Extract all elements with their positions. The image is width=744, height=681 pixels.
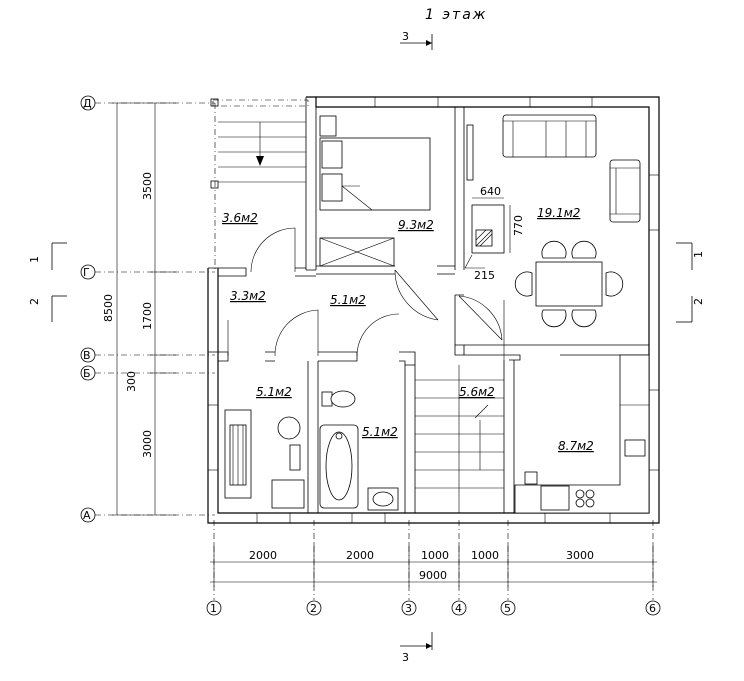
bottom-dim-1: 2000: [249, 549, 277, 562]
row-axis-a: А: [83, 509, 91, 522]
room-area-living: 19.1м2: [537, 206, 580, 220]
col-axis-1: 1: [210, 602, 217, 615]
fireplace: [464, 197, 511, 269]
room-area-stair-hall: 5.6м2: [459, 385, 495, 399]
bottom-dimensions: 2000 2000 1000 1000 3000 9000: [210, 543, 657, 587]
wardrobe: [319, 237, 395, 267]
bottom-dim-4: 1000: [471, 549, 499, 562]
col-axis-4: 4: [455, 602, 462, 615]
nightstand: [319, 115, 337, 137]
shower-drain: [277, 416, 301, 440]
kitchen-counter: [514, 354, 650, 514]
section-label-1-left: 1: [28, 256, 41, 263]
room-area-kitchen: 8.7м2: [558, 439, 594, 453]
row-axes: Д Г В Б А: [80, 95, 215, 523]
left-dim-4: 3000: [141, 430, 154, 458]
floor-title: 1 этаж: [425, 7, 487, 23]
section-label-1-right: 1: [692, 251, 705, 258]
row-axis-b: Б: [83, 367, 91, 380]
section-label-2-left: 2: [28, 298, 41, 305]
room-area-bedroom: 9.3м2: [398, 218, 434, 232]
bottom-dim-3: 1000: [421, 549, 449, 562]
section-mark-2-right: 2: [676, 296, 705, 323]
shower-tray: [271, 479, 305, 509]
fireplace-depth-dim: 770: [512, 215, 525, 236]
armchair: [609, 159, 641, 223]
sofa: [502, 114, 597, 158]
room-area-bathroom: 5.1м2: [362, 425, 398, 439]
bottom-dim-5: 3000: [566, 549, 594, 562]
room-areas: 3.6м2 9.3м2 19.1м2 3.3м2 5.1м2 5.1м2 5.1…: [222, 206, 594, 453]
interior-stairs: [415, 365, 504, 513]
section-label-top: 3: [402, 30, 409, 43]
bottom-dim-2: 2000: [346, 549, 374, 562]
doors: [227, 227, 505, 360]
col-axis-6: 6: [649, 602, 656, 615]
room-area-hall: 5.1м2: [330, 293, 366, 307]
porch-stairs: [218, 121, 306, 183]
fireplace-offset-dim: 215: [474, 269, 495, 282]
walls: [207, 96, 660, 524]
room-area-porch: 3.6м2: [222, 211, 258, 225]
section-mark-2-left: 2: [28, 295, 67, 322]
heater: [289, 444, 301, 471]
left-dim-3: 300: [125, 371, 138, 392]
room-area-sauna: 5.1м2: [256, 385, 292, 399]
section-mark-1-left: 1: [28, 242, 67, 270]
bottom-total-dim: 9000: [419, 569, 447, 582]
col-axis-2: 2: [310, 602, 317, 615]
toilet: [321, 390, 356, 408]
bed: [319, 137, 431, 211]
room-area-vestibule: 3.3м2: [230, 289, 266, 303]
section-label-bottom: 3: [402, 651, 409, 664]
section-label-2-right: 2: [692, 298, 705, 305]
section-mark-bottom: 3: [400, 632, 433, 664]
tv-stand: [466, 124, 474, 181]
dining-set: [514, 240, 624, 328]
row-axis-d: Д: [83, 97, 92, 110]
left-dimensions: 8500 3500 1700 300 3000: [102, 102, 176, 516]
row-axis-g: Г: [83, 266, 90, 279]
row-axis-v: В: [83, 349, 91, 362]
sink: [367, 487, 399, 511]
column-axes: 1 2 3 4 5 6: [206, 520, 661, 616]
col-axis-5: 5: [504, 602, 511, 615]
col-axis-3: 3: [405, 602, 412, 615]
sauna-bench: [224, 409, 252, 499]
section-mark-top: 3: [400, 30, 433, 50]
left-dim-1: 3500: [141, 172, 154, 200]
left-total-dim: 8500: [102, 294, 115, 322]
fireplace-width-dim: 640: [480, 185, 501, 198]
section-mark-1-right: 1: [676, 242, 705, 270]
left-dim-2: 1700: [141, 302, 154, 330]
bathtub: [319, 424, 359, 509]
